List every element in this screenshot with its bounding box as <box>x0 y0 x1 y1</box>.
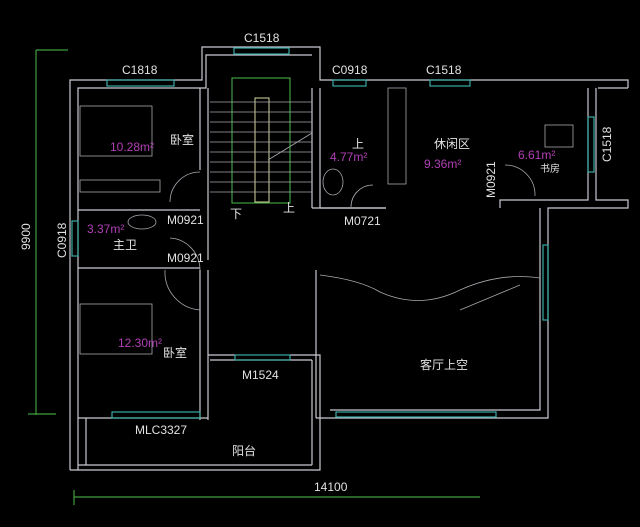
room-area: 9.36m² <box>424 157 461 171</box>
room-name: 休闲区 <box>434 137 470 151</box>
staircase <box>210 77 313 204</box>
room-area: 4.77m² <box>330 150 367 164</box>
door-label: M0921 <box>484 161 498 198</box>
room-name: 卧室 <box>170 132 194 147</box>
window-label: C1518 <box>244 31 280 45</box>
door-swings <box>164 164 536 311</box>
height-dimension: 9900 <box>19 223 33 250</box>
window-label: C1818 <box>122 63 158 77</box>
stair-down-label: 下 <box>230 207 242 221</box>
window-label: C1518 <box>600 126 614 162</box>
window-labels: C1518 C1818 C0918 C1518 C1518 C0918 MLC3… <box>55 31 614 437</box>
room-name: 书房 <box>540 162 560 175</box>
room-labels: 10.28m² 卧室 3.37m² 主卫 12.30m² 卧室 上 4.77m²… <box>87 132 560 458</box>
windows <box>71 47 595 419</box>
room-area: 3.37m² <box>87 222 124 236</box>
room-area: 6.61m² <box>518 148 555 162</box>
dimension-labels: 14100 9900 <box>19 223 348 494</box>
door-labels: M0921 M0921 M0721 M0921 M1524 <box>167 161 498 382</box>
room-name: 上 <box>352 137 364 151</box>
door-label: M0921 <box>167 251 204 265</box>
room-name: 客厅上空 <box>420 357 468 372</box>
stair-up-label: 上 <box>283 201 295 215</box>
dimension-lines <box>28 49 480 505</box>
room-area: 12.30m² <box>118 336 162 350</box>
door-label: M1524 <box>242 368 279 382</box>
door-label: M0921 <box>167 213 204 227</box>
width-dimension: 14100 <box>314 480 348 494</box>
door-label: M0721 <box>344 214 381 228</box>
window-label: C0918 <box>55 222 69 258</box>
walls <box>69 46 629 471</box>
room-name: 卧室 <box>163 345 187 360</box>
window-label: MLC3327 <box>135 423 187 437</box>
room-area: 10.28m² <box>110 140 154 154</box>
room-name: 主卫 <box>113 238 137 252</box>
room-name: 阳台 <box>232 443 256 458</box>
furniture <box>79 87 574 355</box>
window-label: C1518 <box>426 63 462 77</box>
window-label: C0918 <box>332 63 368 77</box>
